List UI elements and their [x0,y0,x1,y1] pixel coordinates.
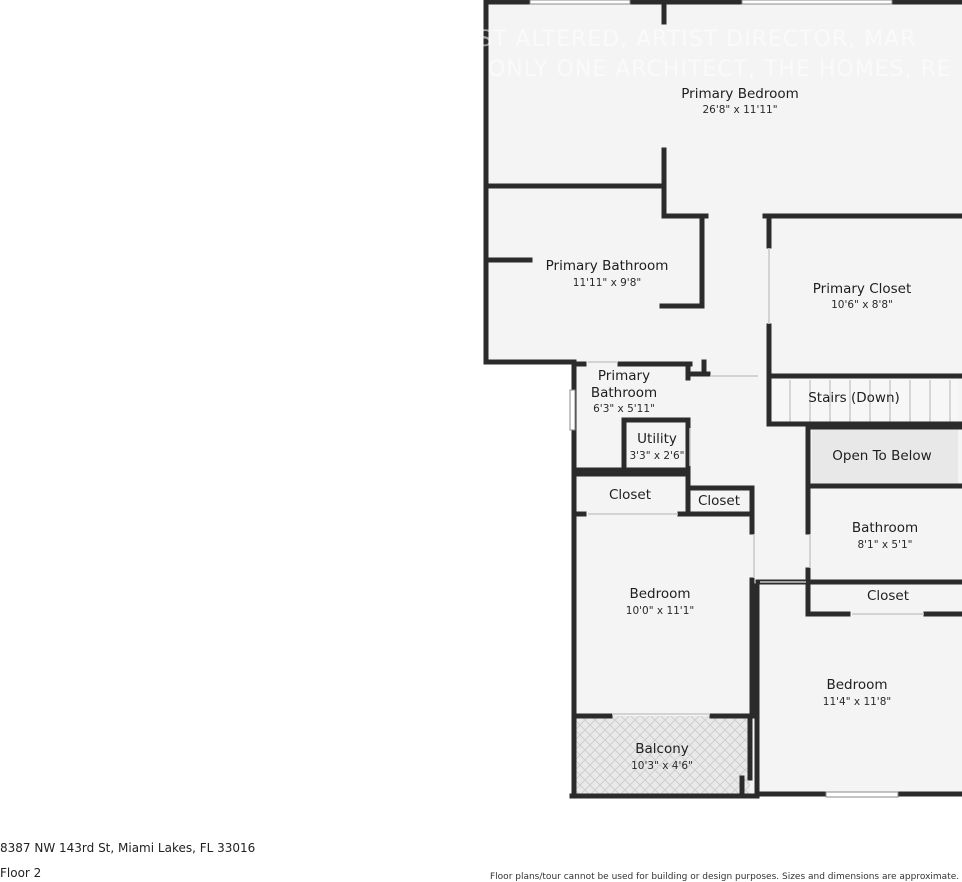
bedroom-left-dims: 10'0" x 11'1" [626,605,694,617]
primary-bathroom-2-dims: 6'3" x 5'11" [593,403,655,415]
bathroom-dims: 8'1" x 5'1" [857,539,912,551]
watermark-line-2: ONLY ONE ARCHITECT, THE HOMES, RE [488,57,952,82]
primary-bathroom-dims: 11'11" x 9'8" [573,277,641,289]
closet-mid-label: Closet [698,493,740,509]
open-to-below-label: Open To Below [832,448,931,464]
primary-bathroom-2-label-line1: Primary [598,368,650,384]
primary-bedroom-label: Primary Bedroom [681,86,799,102]
primary-closet-label: Primary Closet [813,281,912,297]
bedroom-right-dims: 11'4" x 11'8" [823,696,891,708]
closet-left-label: Closet [609,487,651,503]
windows [529,0,899,798]
balcony-dims: 10'3" x 4'6" [631,760,693,772]
window-top-left [529,0,631,5]
window-top-right [741,0,893,5]
floor-fills [486,2,962,796]
watermark: ST ALTERED, ARTIST DIRECTOR, MAR ONLY ON… [478,27,952,82]
door-openings [588,248,924,715]
property-address: 8387 NW 143rd St, Miami Lakes, FL 33016 [0,841,256,855]
watermark-line-1: ST ALTERED, ARTIST DIRECTOR, MAR [478,27,917,52]
utility-dims: 3'3" x 2'6" [629,450,684,462]
stairs-area [770,378,958,424]
disclaimer-text: Floor plans/tour cannot be used for buil… [490,872,960,882]
primary-bathroom-2-label-line2: Bathroom [591,385,657,401]
open-to-below-area [812,427,958,485]
closet-right-label: Closet [867,588,909,604]
bedroom-right-label: Bedroom [826,677,887,693]
stair-treads [789,380,951,422]
primary-closet-dims: 10'6" x 8'8" [831,299,893,311]
walls [483,0,962,799]
stairs-label: Stairs (Down) [808,390,900,406]
utility-label: Utility [637,431,677,447]
window-left-bath [569,389,576,431]
window-bottom-right [825,791,899,798]
floor-label: Floor 2 [0,866,42,880]
primary-bedroom-dims: 26'8" x 11'11" [702,104,777,116]
bedroom-left-label: Bedroom [629,586,690,602]
balcony-floor [572,716,750,796]
primary-bathroom-label: Primary Bathroom [546,258,669,274]
bathroom-label: Bathroom [852,520,918,536]
balcony-label: Balcony [635,741,689,757]
